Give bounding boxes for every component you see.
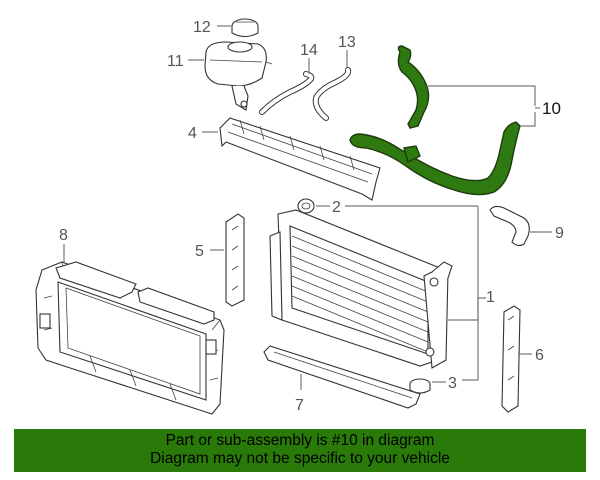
part-1-radiator[interactable] — [269, 209, 453, 369]
part-5-side-seal[interactable] — [225, 213, 245, 307]
part-13-small-hose[interactable] — [312, 67, 352, 121]
callout-14: 14 — [300, 42, 318, 59]
part-4-upper-bracket[interactable] — [219, 117, 381, 201]
part-11-coolant-reservoir[interactable] — [204, 41, 273, 111]
callout-2: 2 — [332, 199, 341, 216]
part-12-reservoir-cap[interactable] — [231, 18, 259, 38]
callout-5: 5 — [195, 243, 204, 260]
part-3-drain-cap[interactable] — [409, 378, 431, 394]
callout-1: 1 — [486, 289, 495, 306]
part-7-lower-baffle[interactable] — [263, 345, 421, 409]
part-2-grommet[interactable] — [297, 198, 315, 214]
banner-line-1: Part or sub-assembly is #10 in diagram — [165, 432, 435, 449]
callout-9: 9 — [555, 225, 564, 242]
info-banner: Part or sub-assembly is #10 in diagram D… — [14, 429, 586, 472]
callout-10: 10 — [542, 99, 561, 118]
part-6-side-seal[interactable] — [501, 305, 521, 413]
callout-4: 4 — [188, 125, 197, 142]
part-14-small-hose[interactable] — [259, 71, 315, 115]
parts-diagram: 12 11 14 13 10 4 — [35, 18, 564, 415]
part-10-radiator-hoses[interactable] — [349, 45, 521, 196]
callout-12: 12 — [193, 19, 211, 36]
callout-7: 7 — [295, 397, 304, 414]
callout-6: 6 — [535, 347, 544, 364]
callout-13: 13 — [338, 34, 356, 51]
banner-line-2: Diagram may not be specific to your vehi… — [150, 450, 450, 467]
callout-8: 8 — [59, 227, 68, 244]
part-8-radiator-support[interactable] — [35, 261, 225, 415]
callout-3: 3 — [448, 375, 457, 392]
callout-11: 11 — [167, 53, 184, 70]
part-9-formed-hose[interactable] — [489, 205, 530, 247]
